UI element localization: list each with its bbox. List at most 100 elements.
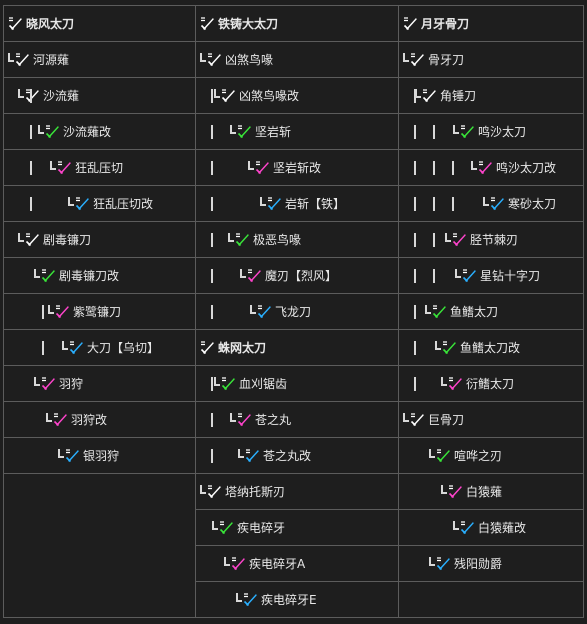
tree-guide-line xyxy=(414,341,416,355)
longsword-icon xyxy=(245,448,260,463)
weapon-name: 苍之丸 xyxy=(255,413,292,427)
tree-row: 沙流薙 凶煞鸟喙改 角锤刀 xyxy=(3,77,584,114)
tree-branch-connector xyxy=(34,376,40,386)
weapon-name: 鱼鳍太刀 xyxy=(450,305,499,319)
tree-branch-connector xyxy=(48,304,54,314)
tree-guide-line xyxy=(452,161,454,175)
tree-guide-line xyxy=(414,305,416,319)
tree-branch-connector xyxy=(18,232,24,242)
tree-node[interactable]: 狂乱压切改 xyxy=(3,185,196,222)
tree-node[interactable]: 河源薙 xyxy=(3,41,196,78)
tree-node[interactable]: 极恶鸟喙 xyxy=(195,221,399,258)
tree-group-header[interactable]: 铁铸大太刀 xyxy=(195,5,399,42)
tree-node[interactable]: 银羽狩 xyxy=(3,437,196,474)
tree-node[interactable]: 疾电碎牙A xyxy=(195,545,399,582)
tree-branch-connector xyxy=(238,448,244,458)
tree-group-header[interactable]: 月牙骨刀 xyxy=(398,5,584,42)
longsword-icon xyxy=(219,520,234,535)
longsword-icon xyxy=(15,52,30,67)
longsword-icon xyxy=(221,88,236,103)
tree-node[interactable]: 紫鹭镰刀 xyxy=(3,293,196,330)
tree-node[interactable]: 寒砂太刀 xyxy=(398,185,584,222)
weapon-name: 鸣沙太刀改 xyxy=(496,161,557,175)
tree-node[interactable]: 坚岩斩 xyxy=(195,113,399,150)
weapon-name: 骨牙刀 xyxy=(428,53,465,67)
tree-node[interactable]: 沙流薙 xyxy=(3,77,196,114)
tree-node[interactable]: 巨骨刀 xyxy=(398,401,584,438)
empty-cell xyxy=(3,473,196,618)
tree-node[interactable]: 剧毒镰刀改 xyxy=(3,257,196,294)
longsword-icon xyxy=(448,376,463,391)
tree-node[interactable]: 白猿薙 xyxy=(398,473,584,510)
tree-guide-line xyxy=(30,197,32,211)
tree-node[interactable]: 魔刃【烈风】 xyxy=(195,257,399,294)
tree-node[interactable]: 骨牙刀 xyxy=(398,41,584,78)
longsword-icon xyxy=(25,232,40,247)
tree-node[interactable]: 鱼鳍太刀 xyxy=(398,293,584,330)
weapon-name: 羽狩改 xyxy=(71,413,108,427)
tree-node[interactable]: 鸣沙太刀 xyxy=(398,113,584,150)
longsword-icon xyxy=(25,88,40,103)
tree-node[interactable]: 剧毒镰刀 xyxy=(3,221,196,258)
tree-node[interactable]: 凶煞鸟喙改 xyxy=(195,77,399,114)
longsword-icon xyxy=(237,412,252,427)
weapon-name: 残阳勋爵 xyxy=(454,557,503,571)
longsword-icon xyxy=(41,268,56,283)
tree-node[interactable]: 疾电碎牙 xyxy=(195,509,399,546)
tree-node[interactable]: 大刀【乌切】 xyxy=(3,329,196,366)
tree-node[interactable]: 苍之丸改 xyxy=(195,437,399,474)
tree-node[interactable]: 羽狩 xyxy=(3,365,196,402)
tree-branch-connector xyxy=(483,196,489,206)
weapon-name: 巨骨刀 xyxy=(428,413,465,427)
tree-node[interactable]: 角锤刀 xyxy=(398,77,584,114)
tree-node[interactable]: 狂乱压切 xyxy=(3,149,196,186)
tree-branch-connector xyxy=(415,88,421,98)
tree-row: 晓风太刀铁铸大太刀 月牙骨刀 xyxy=(3,5,584,42)
tree-row: 疾电碎牙白猿薙改 xyxy=(4,509,584,546)
tree-branch-connector xyxy=(445,232,451,242)
tree-node[interactable]: 苍之丸 xyxy=(195,401,399,438)
tree-branch-connector xyxy=(403,412,409,422)
tree-branch-connector xyxy=(429,556,435,566)
tree-node[interactable]: 岩斩【铁】 xyxy=(195,185,399,222)
weapon-name: 银羽狩 xyxy=(83,449,120,463)
tree-node[interactable]: 沙流薙改 xyxy=(3,113,196,150)
tree-guide-line xyxy=(211,89,213,103)
longsword-icon xyxy=(200,340,215,355)
tree-group-header[interactable]: 蛛网太刀 xyxy=(195,329,399,366)
tree-node[interactable]: 星钻十字刀 xyxy=(398,257,584,294)
tree-branch-connector xyxy=(240,268,246,278)
tree-node[interactable]: 衍鳍太刀 xyxy=(398,365,584,402)
tree-branch-connector xyxy=(200,484,206,494)
longsword-icon xyxy=(452,232,467,247)
tree-node[interactable]: 喧哗之刃 xyxy=(398,437,584,474)
weapon-name: 胫节棘刃 xyxy=(470,233,519,247)
tree-node[interactable]: 羽狩改 xyxy=(3,401,196,438)
tree-node[interactable]: 鸣沙太刀改 xyxy=(398,149,584,186)
weapon-name: 凶煞鸟喙改 xyxy=(239,89,300,103)
tree-node[interactable]: 飞龙刀 xyxy=(195,293,399,330)
longsword-icon xyxy=(432,304,447,319)
tree-node[interactable]: 血刈锯齿 xyxy=(195,365,399,402)
tree-node[interactable]: 胫节棘刃 xyxy=(398,221,584,258)
tree-node[interactable]: 疾电碎牙E xyxy=(195,581,399,618)
tree-branch-connector xyxy=(50,160,56,170)
tree-node[interactable]: 残阳勋爵 xyxy=(398,545,584,582)
tree-node[interactable]: 鱼鳍太刀改 xyxy=(398,329,584,366)
tree-row: 沙流薙改坚岩斩鸣沙太刀 xyxy=(3,113,584,150)
tree-group-header[interactable]: 晓风太刀 xyxy=(3,5,196,42)
tree-guide-line xyxy=(211,269,213,283)
longsword-icon xyxy=(243,592,258,607)
group-title: 月牙骨刀 xyxy=(421,17,470,31)
tree-node[interactable]: 坚岩斩改 xyxy=(195,149,399,186)
tree-node[interactable]: 白猿薙改 xyxy=(398,509,584,546)
tree-guide-line xyxy=(433,233,435,247)
tree-row: 塔纳托斯刃白猿薙 xyxy=(3,473,584,618)
weapon-name: 寒砂太刀 xyxy=(508,197,557,211)
tree-guide-line xyxy=(30,161,32,175)
tree-node[interactable]: 凶煞鸟喙 xyxy=(195,41,399,78)
tree-node[interactable]: 塔纳托斯刃 xyxy=(195,473,399,510)
tree-branch-connector xyxy=(214,376,220,386)
weapon-name: 角锤刀 xyxy=(440,89,477,103)
tree-branch-connector xyxy=(455,268,461,278)
